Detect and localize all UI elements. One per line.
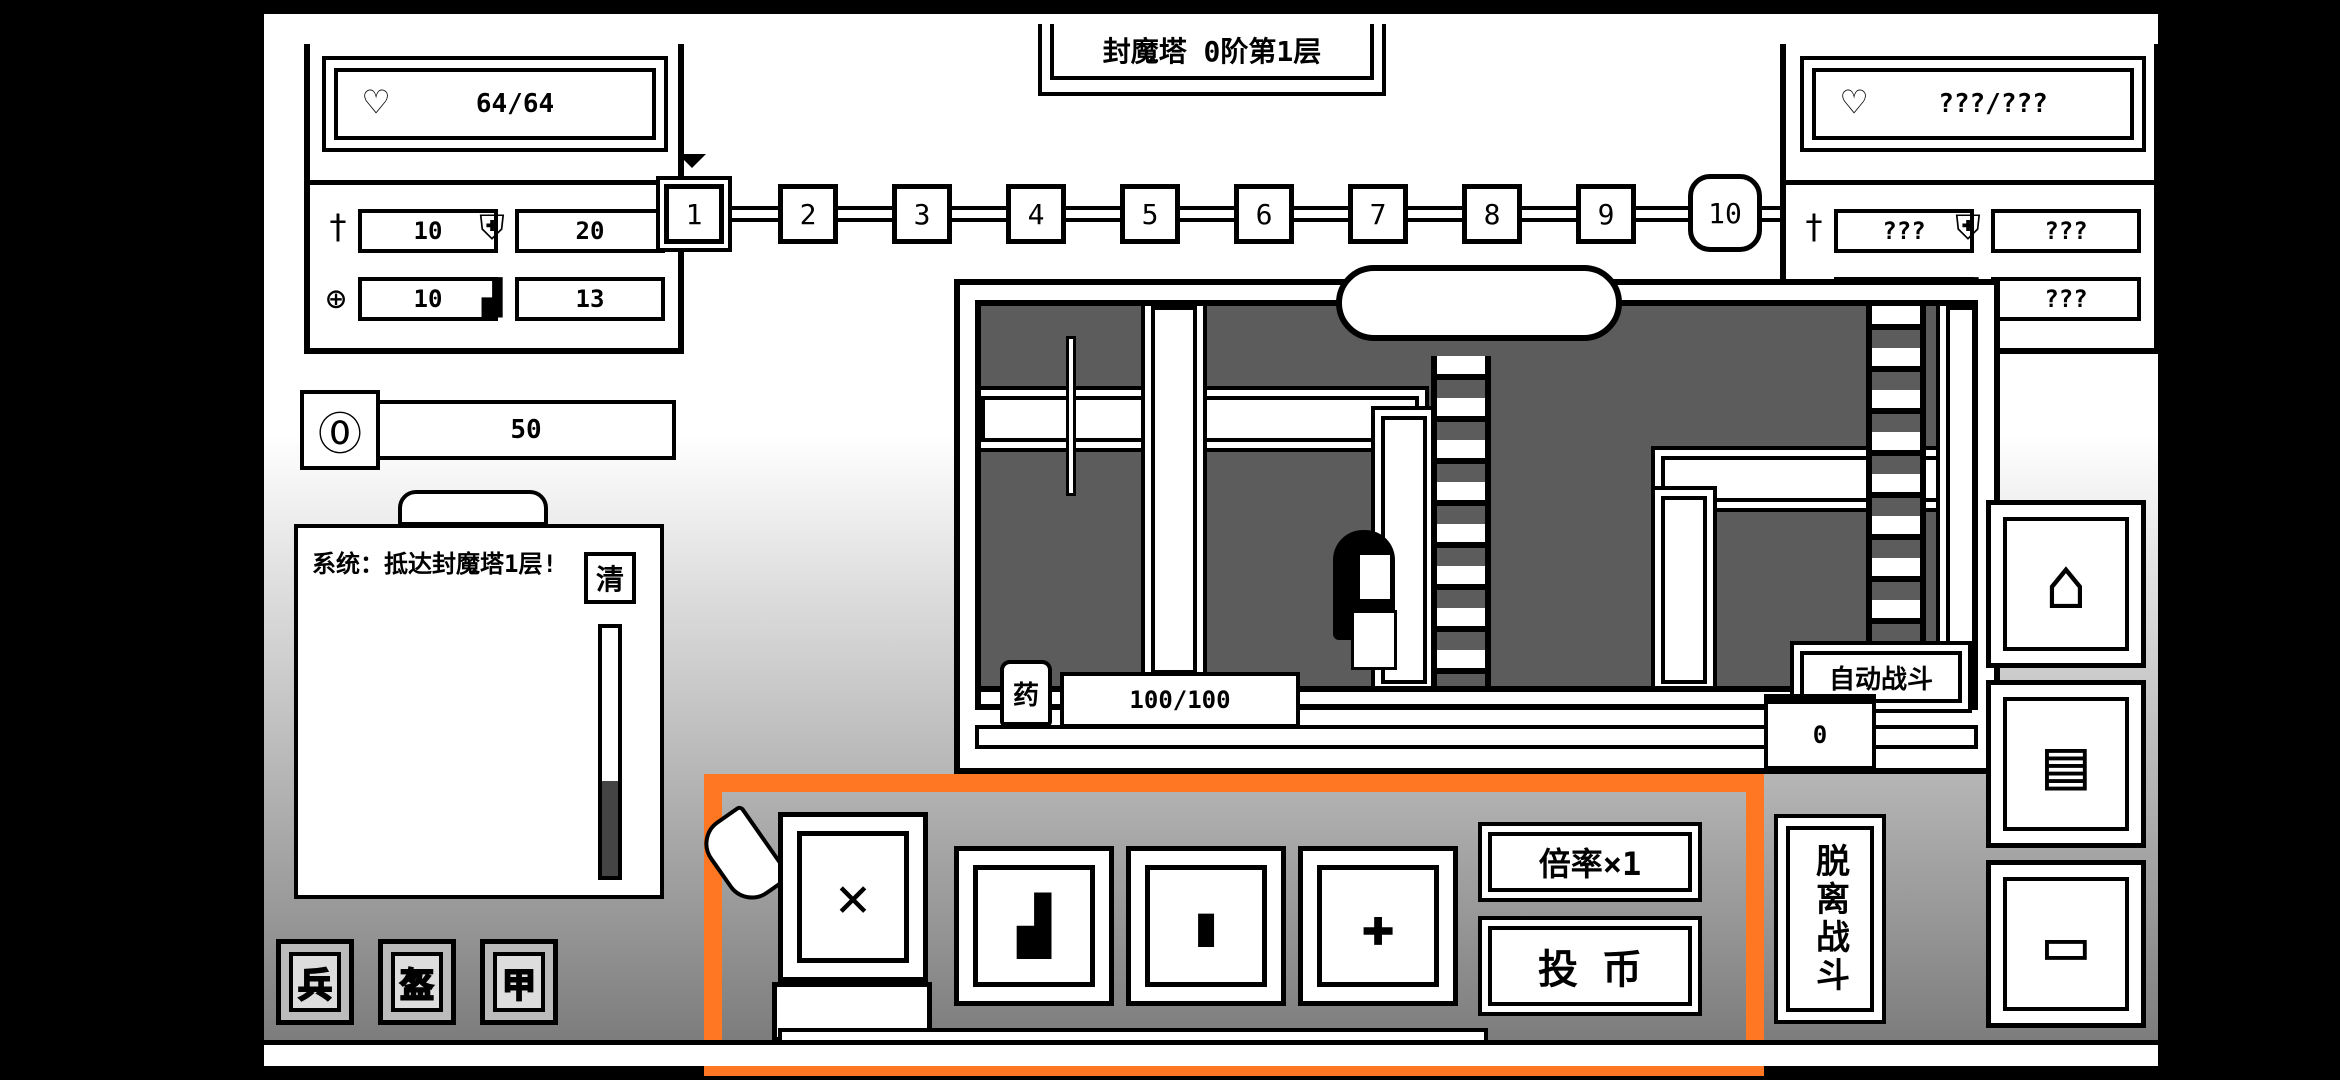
- stage-name-plate: [1336, 265, 1622, 341]
- floor-node-10[interactable]: 10: [1688, 174, 1762, 252]
- potion-icon[interactable]: 药: [1000, 660, 1052, 726]
- escape-battle-button[interactable]: 脱离战斗: [1774, 814, 1886, 1024]
- enemy-attack: ???: [1834, 209, 1974, 253]
- enemy-speed: ???: [1991, 277, 2141, 321]
- message-log: 系统：抵达封魔塔1层! 清: [294, 490, 664, 899]
- log-scroll-thumb[interactable]: [602, 781, 618, 876]
- category-weapon[interactable]: 兵: [276, 939, 354, 1025]
- coin-icon: ⓪: [318, 409, 362, 460]
- slot-heal[interactable]: ✚: [1298, 846, 1458, 1006]
- ladder-center: [1431, 356, 1491, 686]
- category-helmet[interactable]: 盔: [378, 939, 456, 1025]
- gold-value: 50: [376, 400, 676, 460]
- crosshair-icon: ⊕: [325, 279, 347, 319]
- heart-icon: ♡: [364, 80, 389, 126]
- computer-button[interactable]: ▭: [1986, 860, 2146, 1028]
- player-hp-bar: ♡ 64/64: [322, 56, 668, 152]
- shield-icon: ⛨: [479, 208, 505, 248]
- battle-stage: 药 100/100 自动战斗: [954, 265, 2000, 774]
- floppy-disk-icon: ▤: [2003, 697, 2129, 831]
- crossed-swords-icon: ✕: [797, 831, 909, 963]
- floor-node-6[interactable]: 6: [1234, 184, 1294, 244]
- floor-node-9[interactable]: 9: [1576, 184, 1636, 244]
- computer-icon: ▭: [2003, 877, 2129, 1011]
- log-scrollbar[interactable]: [598, 624, 622, 880]
- action-bar: ✕ ▟ ▮ ✚ 倍率×1 投 币: [693, 792, 1746, 1058]
- slot-weapon[interactable]: ✕: [778, 812, 928, 982]
- floor-node-2[interactable]: 2: [778, 184, 838, 244]
- character-dress: [1351, 610, 1397, 670]
- tower-title-text: 封魔塔 0阶第1层: [1050, 24, 1374, 80]
- enemy-hp-box: ♡ ???/???: [1812, 68, 2134, 140]
- house-icon: ⌂: [2003, 517, 2129, 651]
- pipe-vertical-right: [1651, 486, 1717, 694]
- potion-value: 100/100: [1060, 672, 1300, 728]
- enemy-hp-bar: ♡ ???/???: [1800, 56, 2146, 152]
- log-title-tab: [398, 490, 548, 526]
- game-area: ♡ 64/64 † 10 ⛨ 20 ⊕ 10 ▟ 13 ⓪ 50 系统：抵达封魔…: [258, 8, 2164, 1076]
- slot-boot[interactable]: ▟: [954, 846, 1114, 1006]
- chest-counter[interactable]: 0: [1764, 694, 1876, 770]
- gold-panel: ⓪ 50: [300, 380, 690, 476]
- floor-node-5[interactable]: 5: [1120, 184, 1180, 244]
- floor-node-4[interactable]: 4: [1006, 184, 1066, 244]
- player-attack: 10: [358, 209, 498, 253]
- player-stats: † 10 ⛨ 20 ⊕ 10 ▟ 13: [310, 180, 678, 340]
- insert-coin-label: 投 币: [1488, 926, 1692, 1006]
- category-armor[interactable]: 甲: [480, 939, 558, 1025]
- medical-cross-icon: ✚: [1317, 865, 1439, 987]
- tower-title: 封魔塔 0阶第1层: [1038, 24, 1386, 96]
- player-character: [1333, 530, 1403, 670]
- boot-icon: ▟: [481, 278, 503, 318]
- player-panel: ♡ 64/64 † 10 ⛨ 20 ⊕ 10 ▟ 13: [304, 44, 684, 354]
- current-floor-marker: [678, 154, 706, 168]
- floor-node-8[interactable]: 8: [1462, 184, 1522, 244]
- enemy-hp-value: ???/???: [1938, 89, 2048, 119]
- player-speed: 13: [515, 277, 665, 321]
- log-message: 系统：抵达封魔塔1层!: [312, 550, 557, 578]
- ladder-right: [1866, 306, 1926, 686]
- floor-node-1[interactable]: 1: [660, 180, 728, 248]
- pipe-vertical-left: [1141, 306, 1207, 684]
- player-hp-box: ♡ 64/64: [334, 68, 656, 140]
- enemy-defense: ???: [1991, 209, 2141, 253]
- rate-label: 倍率×1: [1488, 832, 1692, 892]
- character-face: [1357, 552, 1393, 602]
- escape-battle-label: 脱离战斗: [1786, 826, 1874, 1012]
- player-hp-value: 64/64: [475, 89, 555, 119]
- sword-icon: †: [1803, 207, 1825, 247]
- hanging-rod: [1066, 336, 1076, 496]
- bottom-bar: [264, 1040, 2158, 1066]
- sword-icon: †: [327, 207, 349, 247]
- auto-battle-button[interactable]: 自动战斗: [1790, 641, 1972, 713]
- auto-battle-label: 自动战斗: [1800, 651, 1962, 703]
- heart-icon: ♡: [1842, 80, 1867, 126]
- clear-log-button[interactable]: 清: [584, 552, 636, 604]
- save-button[interactable]: ▤: [1986, 680, 2146, 848]
- home-button[interactable]: ⌂: [1986, 500, 2146, 668]
- boot-icon: ▟: [973, 865, 1095, 987]
- coin-frame: ⓪: [300, 390, 380, 470]
- floor-node-3[interactable]: 3: [892, 184, 952, 244]
- slot-potion[interactable]: ▮: [1126, 846, 1286, 1006]
- pipe-vertical-far-right: [1936, 306, 1972, 694]
- player-defense: 20: [515, 209, 665, 253]
- insert-coin-button[interactable]: 投 币: [1478, 916, 1702, 1016]
- chest-count: 0: [1812, 721, 1828, 749]
- potion-bar[interactable]: 药 100/100: [1000, 660, 1310, 730]
- shield-icon: ⛨: [1955, 208, 1981, 248]
- floor-node-7[interactable]: 7: [1348, 184, 1408, 244]
- potion-jar-icon: ▮: [1145, 865, 1267, 987]
- rate-button[interactable]: 倍率×1: [1478, 822, 1702, 902]
- player-crit: 10: [358, 277, 498, 321]
